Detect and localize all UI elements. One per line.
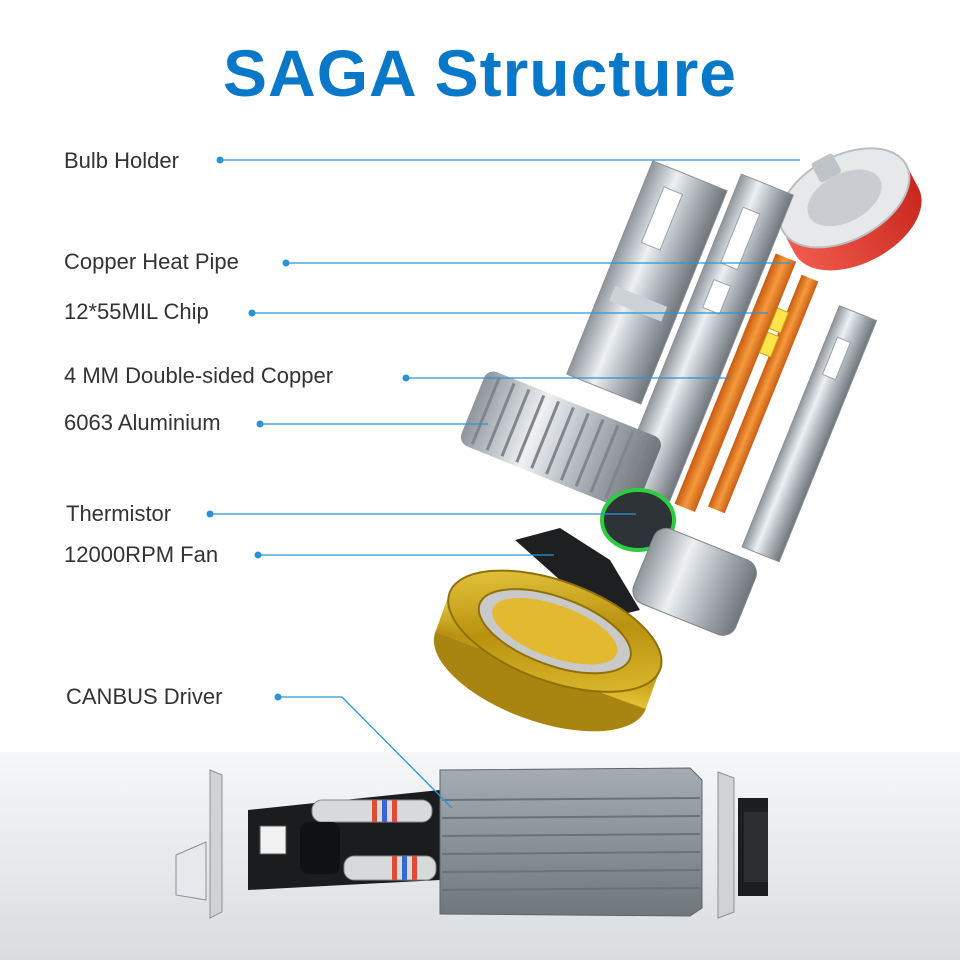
label-thermistor: Thermistor xyxy=(66,501,172,526)
fan-ring-part xyxy=(433,569,663,732)
label-bulb-holder: Bulb Holder xyxy=(64,148,179,173)
copper-plate-part xyxy=(741,305,878,563)
leader-line-canbus-driver xyxy=(278,696,453,809)
driver-right-cap-part xyxy=(717,771,768,919)
label-fan: 12000RPM Fan xyxy=(64,542,219,567)
copper-heat-pipe-part xyxy=(674,253,819,514)
label-canbus-driver: CANBUS Driver xyxy=(66,684,223,709)
base-collar-part xyxy=(632,527,757,636)
fan-blade-part xyxy=(515,528,640,620)
label-chip: 12*55MIL Chip xyxy=(64,299,209,324)
leader-dot-aluminium xyxy=(256,420,264,428)
label-double-sided-copper: 4 MM Double-sided Copper xyxy=(64,363,334,388)
leader-dot-chip xyxy=(248,309,256,317)
aluminium-body-part xyxy=(617,173,794,502)
bulb-holder-part xyxy=(778,147,922,271)
leader-dot-fan xyxy=(254,551,262,559)
leader-dot-double-sided-copper xyxy=(402,374,410,382)
aluminium-heatsink-part xyxy=(460,371,661,511)
leader-dot-canbus-driver xyxy=(274,693,282,701)
driver-left-cap-part xyxy=(175,769,223,919)
page-title: SAGA Structure xyxy=(223,36,737,110)
leader-dot-thermistor xyxy=(206,510,214,518)
label-aluminium: 6063 Aluminium xyxy=(64,410,221,435)
leader-dot-bulb-holder xyxy=(216,156,224,164)
driver-box-part xyxy=(439,767,703,917)
driver-pcb-part xyxy=(248,790,440,890)
leader-dot-copper-heat-pipe xyxy=(282,259,290,267)
label-copper-heat-pipe: Copper Heat Pipe xyxy=(64,249,239,274)
